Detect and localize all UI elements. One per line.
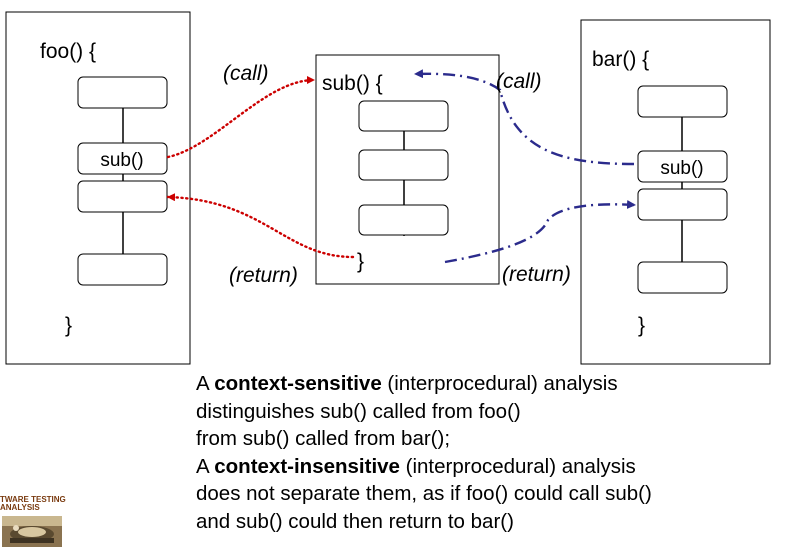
bar-node-1 <box>637 85 728 118</box>
bar-return-node <box>637 188 728 221</box>
bar-sub-call-node <box>637 150 728 183</box>
caption-line-3: from sub() called from bar(); <box>196 427 451 450</box>
foo-return-node <box>77 180 168 213</box>
sub-header: sub() { <box>322 72 383 95</box>
logo-line-2: ANALYSIS <box>0 503 40 512</box>
sub-frame <box>315 54 500 285</box>
caption: A context-sensitive (interprocedural) an… <box>196 370 756 535</box>
caption-line-1-prefix: A <box>196 372 215 395</box>
return-label-left: (return) <box>229 264 298 287</box>
foo-call-arrow <box>166 76 316 159</box>
bar-node-4 <box>637 261 728 294</box>
caption-line-4-suffix: (interprocedural) analysis <box>399 454 636 478</box>
caption-line-6: and sub() could then return to bar() <box>196 509 514 533</box>
sub-node-3 <box>358 204 449 236</box>
foo-return-arrow <box>166 193 355 259</box>
logo-text: TWARE TESTING ANALYSIS <box>0 496 66 512</box>
foo-procedure: foo() { sub() } <box>5 11 191 365</box>
caption-line-4-prefix: A <box>196 454 215 478</box>
context-insensitive-term: context-insensitive <box>214 454 400 478</box>
return-label-right: (return) <box>502 263 571 286</box>
caption-line-2: distinguishes sub() called from foo() <box>196 399 521 423</box>
bar-call-arrow <box>414 69 635 166</box>
bar-header: bar() { <box>592 48 649 71</box>
foo-frame <box>5 11 191 365</box>
bar-return-arrow <box>444 200 636 264</box>
call-label-right: (call) <box>496 70 542 93</box>
call-label-left: (call) <box>223 62 269 85</box>
foo-sub-call-node <box>77 142 168 175</box>
context-sensitive-term: context-sensitive <box>214 372 382 395</box>
bar-procedure: bar() { sub() } <box>580 19 771 365</box>
bar-frame <box>580 19 771 365</box>
caption-line-4: A context-insensitive (interprocedural) … <box>196 453 756 481</box>
book-logo: TWARE TESTING ANALYSIS <box>0 496 66 547</box>
caption-line-1: A context-sensitive (interprocedural) an… <box>196 370 756 398</box>
caption-line-5: does not separate them, as if foo() coul… <box>196 482 652 505</box>
logo-line-1: TWARE TESTING <box>0 495 66 504</box>
sub-procedure: sub() { } <box>315 54 500 285</box>
sub-node-2 <box>358 149 449 181</box>
sub-close-brace: } <box>357 250 364 273</box>
book-cover-image <box>2 516 62 547</box>
bar-sub-call-label: sub() <box>660 158 703 179</box>
foo-sub-call-label: sub() <box>100 150 143 171</box>
foo-node-4 <box>77 253 168 286</box>
sub-node-1 <box>358 100 449 132</box>
foo-close-brace: } <box>65 314 72 337</box>
foo-header: foo() { <box>40 40 96 63</box>
caption-line-1-suffix: (interprocedural) analysis <box>381 372 618 395</box>
bar-close-brace: } <box>638 314 645 337</box>
foo-node-1 <box>77 76 168 109</box>
